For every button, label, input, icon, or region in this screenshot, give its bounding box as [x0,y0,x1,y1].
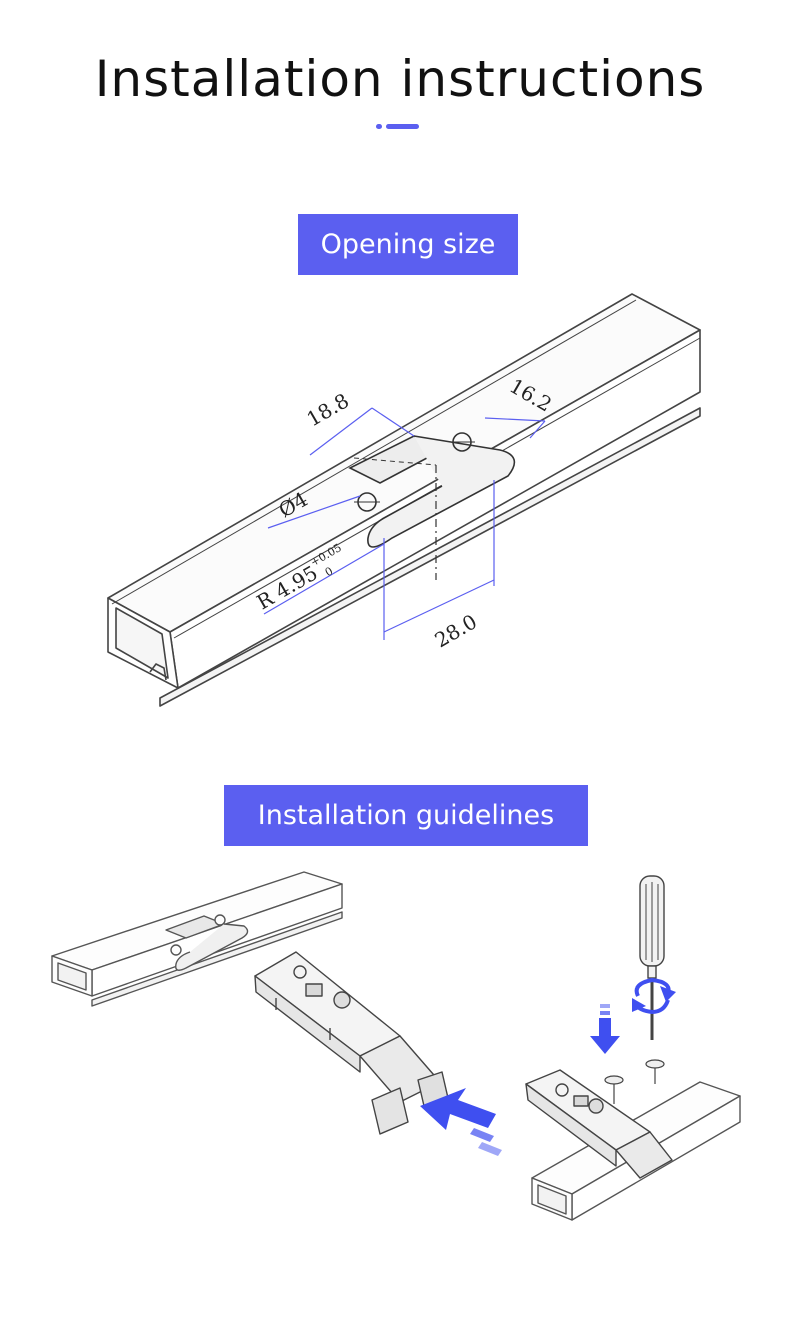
opening-size-diagram: 18.8 16.2 Ø4 R 4.95+0.050 28.0 [107,293,701,707]
installation-guidelines-diagram [51,871,741,1221]
page-title: Installation instructions [94,50,706,108]
dim-line-radius [263,543,385,615]
dim-line-28 [383,579,495,633]
square-tube-profile [51,871,343,1007]
right-arrow-icon [420,1088,502,1156]
slot-opening [367,435,516,548]
hinge-bracket [254,951,449,1135]
tube-end-slot [149,663,167,681]
screw-icon [604,1059,665,1104]
dim-line-18-8 [309,407,373,456]
screwdriver-icon [639,875,665,1040]
installation-guidelines-heading: Installation guidelines [224,785,588,846]
dim-line-16-2 [484,417,546,422]
dim-label-28: 28.0 [431,609,482,652]
dim-line-diameter [267,495,361,529]
tube-flange [159,407,701,707]
opening-size-heading: Opening size [298,214,518,275]
dim-label-18-8: 18.8 [303,388,354,431]
title-accent-dot [376,124,382,129]
down-arrow-icon [590,1004,620,1054]
tube-end-inner [115,607,169,679]
title-accent-bar [386,124,419,129]
